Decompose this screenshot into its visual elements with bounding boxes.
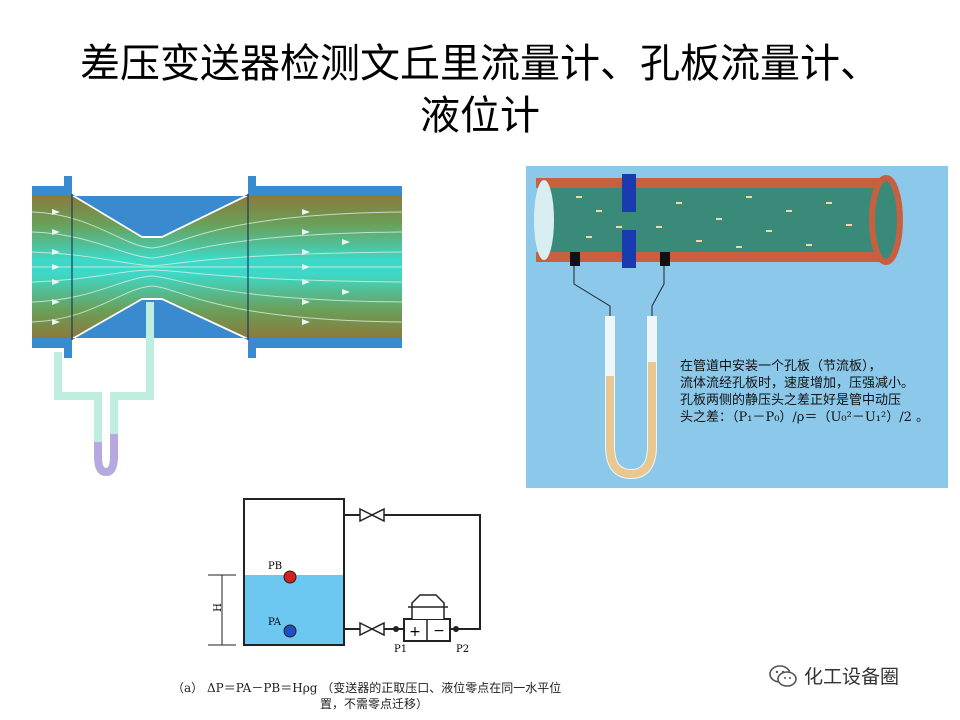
label-h: H bbox=[212, 603, 224, 612]
annotation-line-3: 孔板两侧的静压头之差正好是管中动压 bbox=[680, 393, 902, 408]
watermark-text: 化工设备圈 bbox=[804, 666, 900, 688]
label-pb: PB bbox=[268, 561, 283, 572]
level-caption: （a） ΔP＝PA－PB＝Hρg （变送器的正取压口、液位零点在同一水平位 置，… bbox=[172, 680, 561, 712]
wechat-icon bbox=[769, 664, 797, 687]
watermark: 化工设备圈 bbox=[768, 662, 899, 689]
annotation-line-4: 头之差：（P₁－P₀）/ρ＝（U₀²－U₁²）/2 。 bbox=[680, 410, 929, 425]
level-gauge-diagram: + − bbox=[208, 498, 481, 646]
title-line-2: 液位计 bbox=[420, 93, 540, 139]
label-p1: P1 bbox=[394, 644, 408, 655]
orifice-annotation: 在管道中安装一个孔板（节流板）， 流体流经孔板时，速度增加，压强减小。 孔板两侧… bbox=[680, 358, 940, 426]
caption-line-1: （a） ΔP＝PA－PB＝Hρg （变送器的正取压口、液位零点在同一水平位 bbox=[172, 681, 562, 695]
venturi-meter-diagram bbox=[31, 176, 403, 477]
annotation-line-1: 在管道中安装一个孔板（节流板）， bbox=[680, 359, 882, 374]
svg-text:−: − bbox=[433, 623, 445, 639]
slide-title: 差压变送器检测文丘里流量计、孔板流量计、 液位计 bbox=[0, 38, 960, 142]
label-pa: PA bbox=[268, 617, 282, 628]
annotation-line-2: 流体流经孔板时，速度增加，压强减小。 bbox=[680, 376, 915, 391]
orifice-meter-diagram bbox=[526, 166, 948, 488]
svg-text:+: + bbox=[409, 624, 421, 640]
label-p2: P2 bbox=[456, 644, 470, 655]
caption-line-2: 置，不需零点迁移） bbox=[320, 697, 429, 711]
title-line-1: 差压变送器检测文丘里流量计、孔板流量计、 bbox=[80, 41, 880, 87]
